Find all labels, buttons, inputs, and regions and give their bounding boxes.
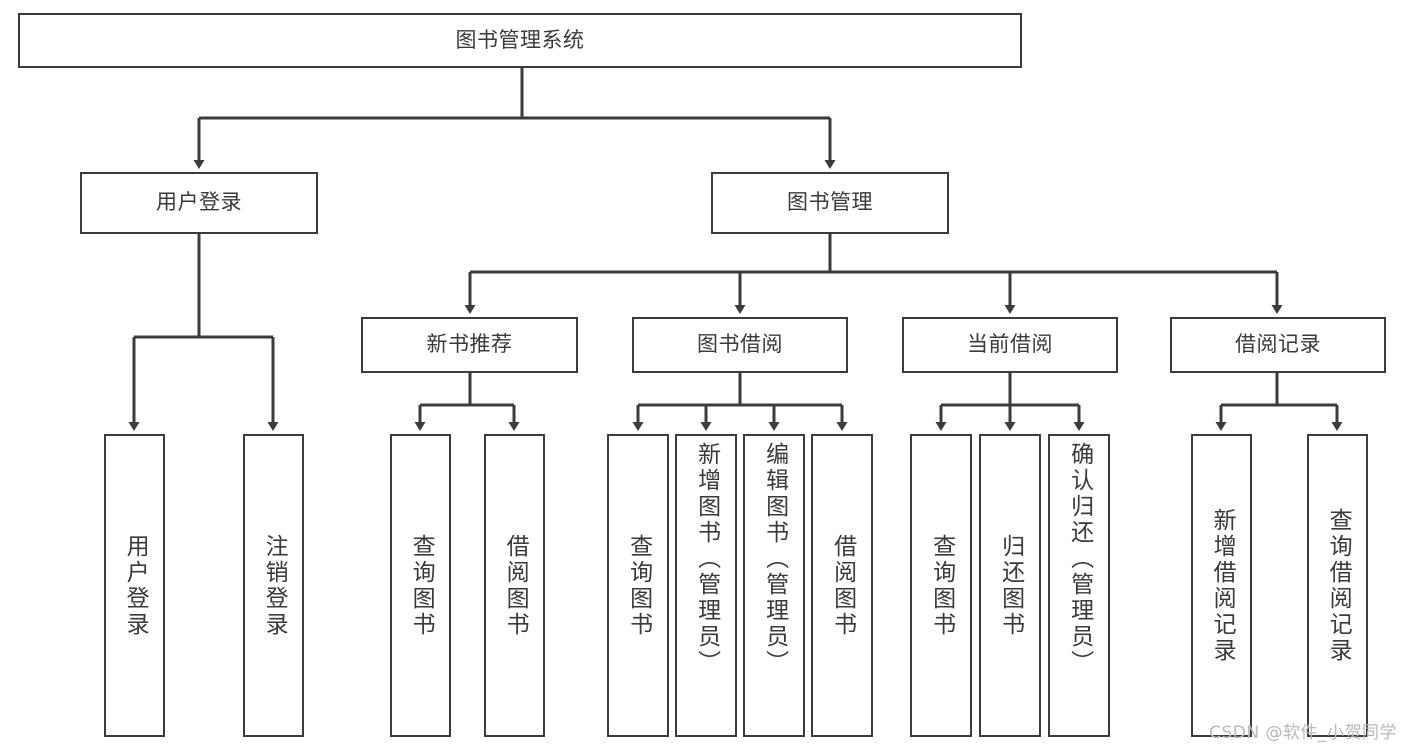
node-leaf-rec-borrow-book-label: 借阅图书: [502, 533, 529, 638]
node-leaf-rec-query-book[interactable]: 查询图书: [390, 434, 451, 737]
node-root[interactable]: 图书管理系统: [18, 13, 1022, 68]
node-leaf-current-confirm-return-label: 确认归还（管理员）: [1066, 442, 1093, 676]
node-leaf-borrow-query-book[interactable]: 查询图书: [607, 434, 669, 737]
node-leaf-borrow-edit-book[interactable]: 编辑图书（管理员）: [743, 434, 805, 737]
node-new-book-recommend[interactable]: 新书推荐: [361, 317, 578, 373]
node-leaf-rec-query-book-label: 查询图书: [408, 533, 435, 638]
node-leaf-rec-borrow-book[interactable]: 借阅图书: [484, 434, 545, 737]
watermark-text: CSDN @软件_小贺同学: [1209, 723, 1397, 743]
node-user-login[interactable]: 用户登录: [80, 172, 318, 234]
node-leaf-user-login[interactable]: 用户登录: [104, 434, 165, 737]
node-current-borrow[interactable]: 当前借阅: [902, 317, 1118, 373]
node-leaf-record-query[interactable]: 查询借阅记录: [1307, 434, 1368, 737]
node-leaf-record-add-label: 新增借阅记录: [1209, 507, 1236, 664]
node-leaf-borrow-query-book-label: 查询图书: [625, 533, 652, 638]
node-leaf-current-query-book-label: 查询图书: [928, 533, 955, 638]
node-leaf-borrow-add-book-label: 新增图书（管理员）: [693, 442, 720, 676]
node-leaf-current-return-book[interactable]: 归还图书: [979, 434, 1041, 737]
node-leaf-borrow-borrow-book[interactable]: 借阅图书: [811, 434, 873, 737]
node-leaf-record-add[interactable]: 新增借阅记录: [1191, 434, 1252, 737]
node-book-borrow-label: 图书借阅: [697, 332, 783, 357]
node-book-borrow[interactable]: 图书借阅: [632, 317, 848, 373]
node-user-login-label: 用户登录: [156, 190, 242, 215]
node-current-borrow-label: 当前借阅: [967, 332, 1053, 357]
node-book-manage-label: 图书管理: [787, 190, 873, 215]
node-book-manage[interactable]: 图书管理: [711, 172, 949, 234]
node-leaf-current-query-book[interactable]: 查询图书: [910, 434, 972, 737]
node-new-book-recommend-label: 新书推荐: [426, 332, 513, 357]
node-leaf-borrow-borrow-book-label: 借阅图书: [829, 533, 856, 638]
node-borrow-record-label: 借阅记录: [1235, 332, 1321, 357]
node-leaf-borrow-edit-book-label: 编辑图书（管理员）: [761, 442, 788, 676]
node-leaf-user-logout-label: 注销登录: [261, 533, 288, 638]
node-leaf-current-confirm-return[interactable]: 确认归还（管理员）: [1048, 434, 1110, 737]
node-leaf-user-login-label: 用户登录: [122, 533, 149, 638]
node-leaf-current-return-book-label: 归还图书: [997, 533, 1024, 638]
node-root-label: 图书管理系统: [455, 27, 585, 52]
node-borrow-record[interactable]: 借阅记录: [1170, 317, 1386, 373]
node-leaf-borrow-add-book[interactable]: 新增图书（管理员）: [675, 434, 737, 737]
node-leaf-user-logout[interactable]: 注销登录: [243, 434, 304, 737]
node-leaf-record-query-label: 查询借阅记录: [1325, 507, 1352, 664]
